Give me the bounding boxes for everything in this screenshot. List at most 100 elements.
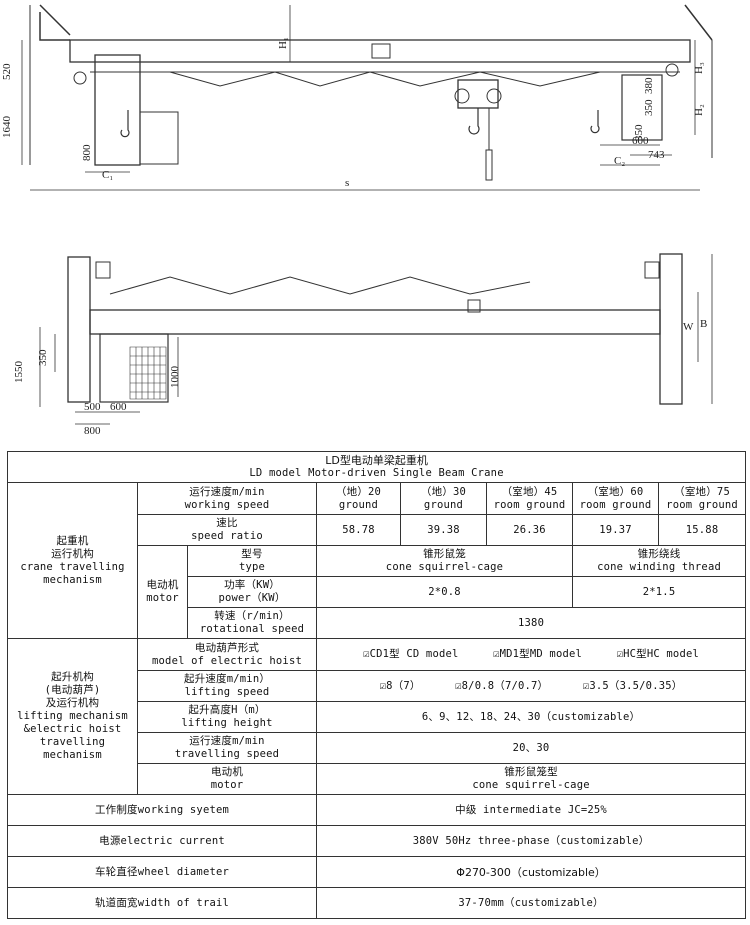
main-beam-plan [89, 309, 661, 335]
electric-hoist [457, 79, 499, 109]
power-value-b: 2*1.5 [571, 576, 747, 608]
table-row: 电动机 motor 锥形鼠笼型 cone squirrel-cage [8, 763, 747, 795]
hoist-option-md[interactable]: ☑MD1型MD model [493, 648, 583, 660]
dim-h2: H₂ [693, 104, 705, 116]
table-row: 车轮直径wheel diameter Φ270-300（customizable… [7, 856, 747, 888]
ratio-cell: 15.88 [657, 514, 747, 546]
girder-truss [169, 71, 601, 87]
main-girder [69, 39, 691, 63]
lifting-height-label: 起升高度H（m） lifting height [137, 701, 317, 733]
lifting-speed-option-c[interactable]: ☑3.5（3.5/0.35） [582, 679, 683, 692]
working-system-label: 工作制度working syetem [7, 794, 317, 826]
hoist-drum-right [486, 88, 502, 104]
working-system-value: 中级 intermediate JC=25% [315, 794, 747, 826]
dim-380: 380 [643, 77, 655, 94]
table-title-row: LD型电动单梁起重机 LD model Motor-driven Single … [6, 451, 747, 483]
wheel-diameter-label: 车轮直径wheel diameter [7, 856, 317, 888]
crane-elevation-drawing: H₁ 520 1640 800 C₁ s H₃ H₂ 350 350 380 6… [1, 4, 713, 191]
trolley-plan [467, 299, 481, 313]
dim-c2: C₂ [614, 155, 625, 167]
crane-section-label: 起重机 运行机构 crane travelling mechanism [7, 482, 138, 639]
hoist-motor-label: 电动机 motor [137, 763, 317, 795]
table-row: 功率（KW） power（KW） 2*0.8 2*1.5 [8, 576, 747, 608]
hoist-model-options: ☑CD1型 CD model ☑MD1型MD model ☑HC型HC mode… [315, 638, 747, 671]
speed-ratio-label: 速比 speed ratio [137, 514, 317, 546]
table-row: 起升机构 (电动葫芦) 及运行机构 lifting mechanism &ele… [7, 638, 747, 795]
trail-width-value: 37-70mm（customizable） [315, 887, 747, 919]
cabin-plan [99, 333, 169, 403]
dim-w: W [683, 321, 694, 333]
wheel-diameter-value: Φ270-300（customizable） [315, 856, 747, 888]
dim-600: 600 [632, 135, 649, 147]
left-hook [120, 110, 130, 138]
type-value-cage: 锥形鼠笼 cone squirrel-cage [316, 545, 573, 577]
dim-h-right: H₃ [693, 62, 705, 74]
travelling-speed-label: 运行速度m/min travelling speed [137, 732, 317, 764]
ratio-cell: 19.37 [572, 514, 659, 546]
table-title-en: LD model Motor-driven Single Beam Crane [249, 467, 504, 479]
table-row: 工作制度working syetem 中级 intermediate JC=25… [7, 794, 747, 826]
table-row: 轨道面宽width of trail 37-70mm（customizable） [7, 887, 747, 919]
type-value-winding: 锥形绕线 cone winding thread [571, 545, 747, 577]
working-speed-label: 运行速度m/min working speed [137, 482, 317, 515]
dim-c1: C₁ [102, 169, 113, 181]
travelling-speed-value: 20、30 [315, 732, 747, 764]
lifting-speed-option-a[interactable]: ☑8（7） [379, 679, 421, 692]
dim-800-b: 800 [84, 425, 101, 437]
hoist-option-hc[interactable]: ☑HC型HC model [616, 648, 700, 660]
girder-label-plate [371, 43, 391, 59]
right-hook [590, 110, 600, 134]
power-value-a: 2*0.8 [316, 576, 573, 608]
table-row: 起重机 运行机构 crane travelling mechanism 运行速度… [7, 482, 747, 639]
left-wheel [73, 71, 87, 85]
hoist-drum-left [454, 88, 470, 104]
left-end-carriage [94, 54, 141, 166]
hoist-hook [468, 108, 480, 135]
table-title: LD型电动单梁起重机 LD model Motor-driven Single … [6, 451, 747, 483]
power-label: 功率（KW） power（KW） [187, 576, 317, 608]
trail-width-label: 轨道面宽width of trail [7, 887, 317, 919]
beam-truss-plan [109, 276, 531, 295]
right-wheel [665, 63, 679, 77]
lifting-speed-label: 起升速度m/min） lifting speed [137, 670, 317, 702]
ratio-cell: 58.78 [316, 514, 401, 546]
right-end-carriage [621, 74, 663, 141]
table-row: 起升高度H（m） lifting height 6、9、12、18、24、30（… [8, 701, 747, 733]
roof-hatch [39, 4, 713, 41]
electric-current-value: 380V 50Hz three-phase（customizable） [315, 825, 747, 857]
crane-motor-label: 电动机 motor [137, 545, 188, 639]
lifting-section-label: 起升机构 (电动葫芦) 及运行机构 lifting mechanism &ele… [7, 638, 138, 795]
table-row: 电动机 motor 型号 type 锥形鼠笼 cone squirrel-cag… [8, 545, 747, 639]
right-drive-unit [644, 261, 660, 279]
left-end-truck [67, 256, 91, 403]
rotational-speed-label: 转速（r/min） rotational speed [187, 607, 317, 639]
hoist-option-cd[interactable]: ☑CD1型 CD model [363, 648, 459, 660]
lifting-height-value: 6、9、12、18、24、30（customizable） [315, 701, 747, 733]
dim-350-a: 350 [633, 124, 645, 141]
dim-520: 520 [1, 63, 13, 80]
dim-1640: 1640 [1, 116, 13, 139]
dim-b: B [700, 318, 707, 330]
table-row: 转速（r/min） rotational speed 1380 [8, 607, 747, 639]
table-row: 电源electric current 380V 50Hz three-phase… [7, 825, 747, 857]
lifting-speed-option-b[interactable]: ☑8/0.8（7/0.7） [455, 679, 549, 692]
table-title-cn: LD型电动单梁起重机 [325, 454, 428, 467]
hoist-model-label: 电动葫芦形式 model of electric hoist [137, 638, 317, 671]
dim-600-b: 600 [110, 401, 127, 413]
electric-current-label: 电源electric current [7, 825, 317, 857]
crane-plan-drawing: 1550 350 1000 500 600 800 W B [13, 253, 713, 437]
right-end-truck [659, 253, 683, 405]
table-row: 运行速度m/min travelling speed 20、30 [8, 732, 747, 764]
dim-743: 743 [648, 149, 665, 161]
table-row: 起升速度m/min） lifting speed ☑8（7） ☑8/0.8（7/… [8, 670, 747, 702]
dim-s: s [345, 177, 349, 189]
ratio-cell: 26.36 [486, 514, 573, 546]
left-drive-unit [95, 261, 111, 279]
dim-h1: H₁ [277, 37, 289, 49]
hoist-motor-value: 锥形鼠笼型 cone squirrel-cage [315, 763, 747, 795]
